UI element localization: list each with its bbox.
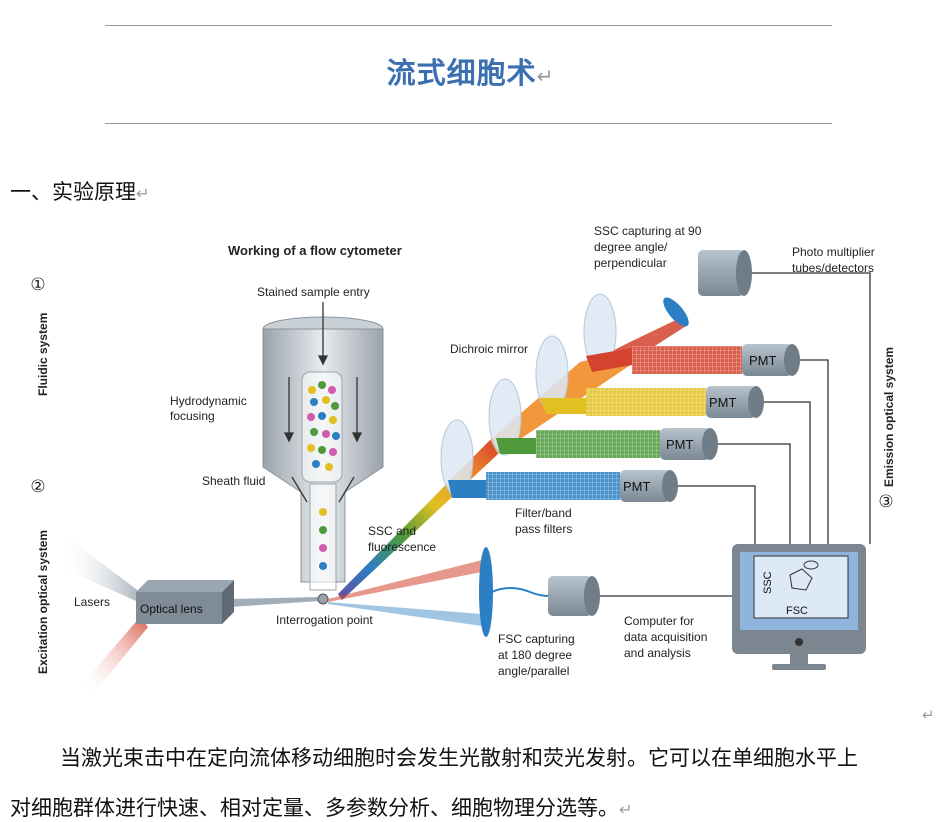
interrogation-label: Interrogation point: [276, 613, 373, 627]
computer-label-3: and analysis: [624, 646, 691, 660]
emission-system-label: Emission optical system: [882, 347, 896, 487]
ssc-capture-label-3: perpendicular: [594, 256, 667, 270]
ssc-capture-label-1: SSC capturing at 90: [594, 224, 702, 238]
fsc-capture-label-1: FSC capturing: [498, 632, 575, 646]
figure-title: Working of a flow cytometer: [228, 243, 402, 258]
return-mark: ↵: [536, 64, 555, 88]
fsc-beam: [328, 547, 600, 637]
pmt-label: PMT: [749, 353, 777, 368]
stained-sample-label: Stained sample entry: [257, 285, 370, 299]
optical-lens-label: Optical lens: [140, 602, 203, 616]
screen-fsc-label: FSC: [786, 605, 808, 617]
dichroic-mirrors: [440, 293, 617, 497]
hydrodynamic-label-2: focusing: [170, 409, 215, 423]
fsc-capture-label-2: at 180 degree: [498, 648, 572, 662]
paragraph-text: 对细胞群体进行快速、相对定量、多参数分析、细胞物理分选等。: [10, 796, 619, 820]
computer-label-2: data acquisition: [624, 630, 707, 644]
sheath-fluid-label: Sheath fluid: [202, 474, 265, 488]
dichroic-mirror-label: Dichroic mirror: [450, 342, 528, 356]
computer-monitor: SSC FSC: [732, 544, 866, 670]
pmt-label: PMT: [666, 437, 694, 452]
paragraph-line-1: 当激光束击中在定向流体移动细胞时会发生光散射和荧光发射。它可以在单细胞水平上: [60, 742, 858, 772]
ssc-detector: [663, 250, 752, 327]
system3-number: ③: [878, 492, 893, 511]
section-heading: 一、实验原理↵: [10, 176, 149, 206]
ssc-fluorescence-label-1: SSC and: [368, 524, 416, 538]
filter-bands: [448, 346, 742, 500]
fluidic-system-label: Fluidic system: [36, 313, 50, 396]
flow-arrows: [283, 302, 363, 503]
filter-label-2: pass filters: [515, 522, 572, 536]
computer-label-1: Computer for: [624, 614, 694, 628]
ssc-capture-label-2: degree angle/: [594, 240, 668, 254]
return-mark: ↵: [619, 800, 633, 819]
paragraph-text: 当激光束击中在定向流体移动细胞时会发生光散射和荧光发射。它可以在单细胞水平上: [60, 746, 858, 770]
title-text: 流式细胞术: [386, 56, 537, 90]
flow-cytometer-diagram: ① Fluidic system ② Excitation optical sy…: [30, 224, 896, 692]
cell-beads: [307, 381, 340, 570]
excitation-system-label: Excitation optical system: [36, 530, 50, 674]
interrogation-point: [317, 593, 329, 605]
screen-ssc-label: SSC: [762, 571, 774, 594]
pmt-label: PMT: [623, 479, 651, 494]
photo-multiplier-label-2: tubes/detectors: [792, 261, 874, 275]
page-title: 流式细胞术↵: [0, 50, 941, 92]
system2-number: ②: [30, 477, 45, 496]
lasers-label: Lasers: [74, 595, 110, 609]
section-heading-text: 一、实验原理: [10, 180, 136, 204]
laser-beams: [60, 532, 320, 692]
optical-lens-box: Optical lens: [136, 580, 234, 624]
return-mark: ↵: [136, 184, 150, 203]
filter-label-1: Filter/band: [515, 506, 572, 520]
fsc-capture-label-3: angle/parallel: [498, 664, 569, 678]
signal-wires: [600, 272, 871, 597]
top-rule: [105, 25, 832, 26]
photo-multiplier-label-1: Photo multiplier: [792, 245, 875, 259]
system1-number: ①: [30, 275, 45, 294]
hydrodynamic-label-1: Hydrodynamic: [170, 394, 247, 408]
ssc-fluorescence-label-2: fluorescence: [368, 540, 436, 554]
paragraph-line-2: 对细胞群体进行快速、相对定量、多参数分析、细胞物理分选等。↵: [10, 792, 632, 822]
title-bottom-rule: [105, 123, 832, 124]
return-mark: ↵: [922, 706, 935, 724]
pmt-detectors: PMT PMT PMT PMT: [620, 344, 800, 502]
pmt-label: PMT: [709, 395, 737, 410]
